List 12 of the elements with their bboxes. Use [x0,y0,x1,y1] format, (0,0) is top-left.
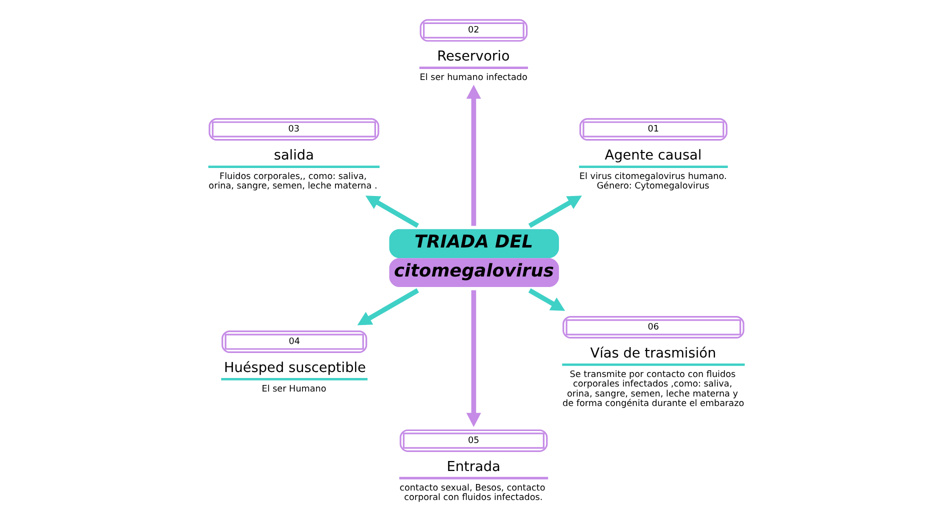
node-label: Se transmite por contacto con fluidos corporales infectados ,como: saliva, orina, sangre, semen, leche materna y de forma congénita durante el embarazo [562,370,744,409]
arrow [528,288,565,311]
node-label: contacto sexual, Besos, contacto corporal con fluidos infectados. [399,483,545,504]
arrow [356,288,418,326]
arrow [528,196,582,228]
node-label: El ser humano infectado [419,73,527,84]
node-label: El ser Humano [261,384,326,394]
node-label: El virus citomegalovirus humano. Género: Cytomegalovirus [578,172,726,192]
arrow [466,290,481,427]
arrow [466,84,481,226]
node-label: Fluidos corporales,, como: saliva, orina, sangre, semen, leche materna . [208,172,377,192]
arrow [364,196,418,228]
